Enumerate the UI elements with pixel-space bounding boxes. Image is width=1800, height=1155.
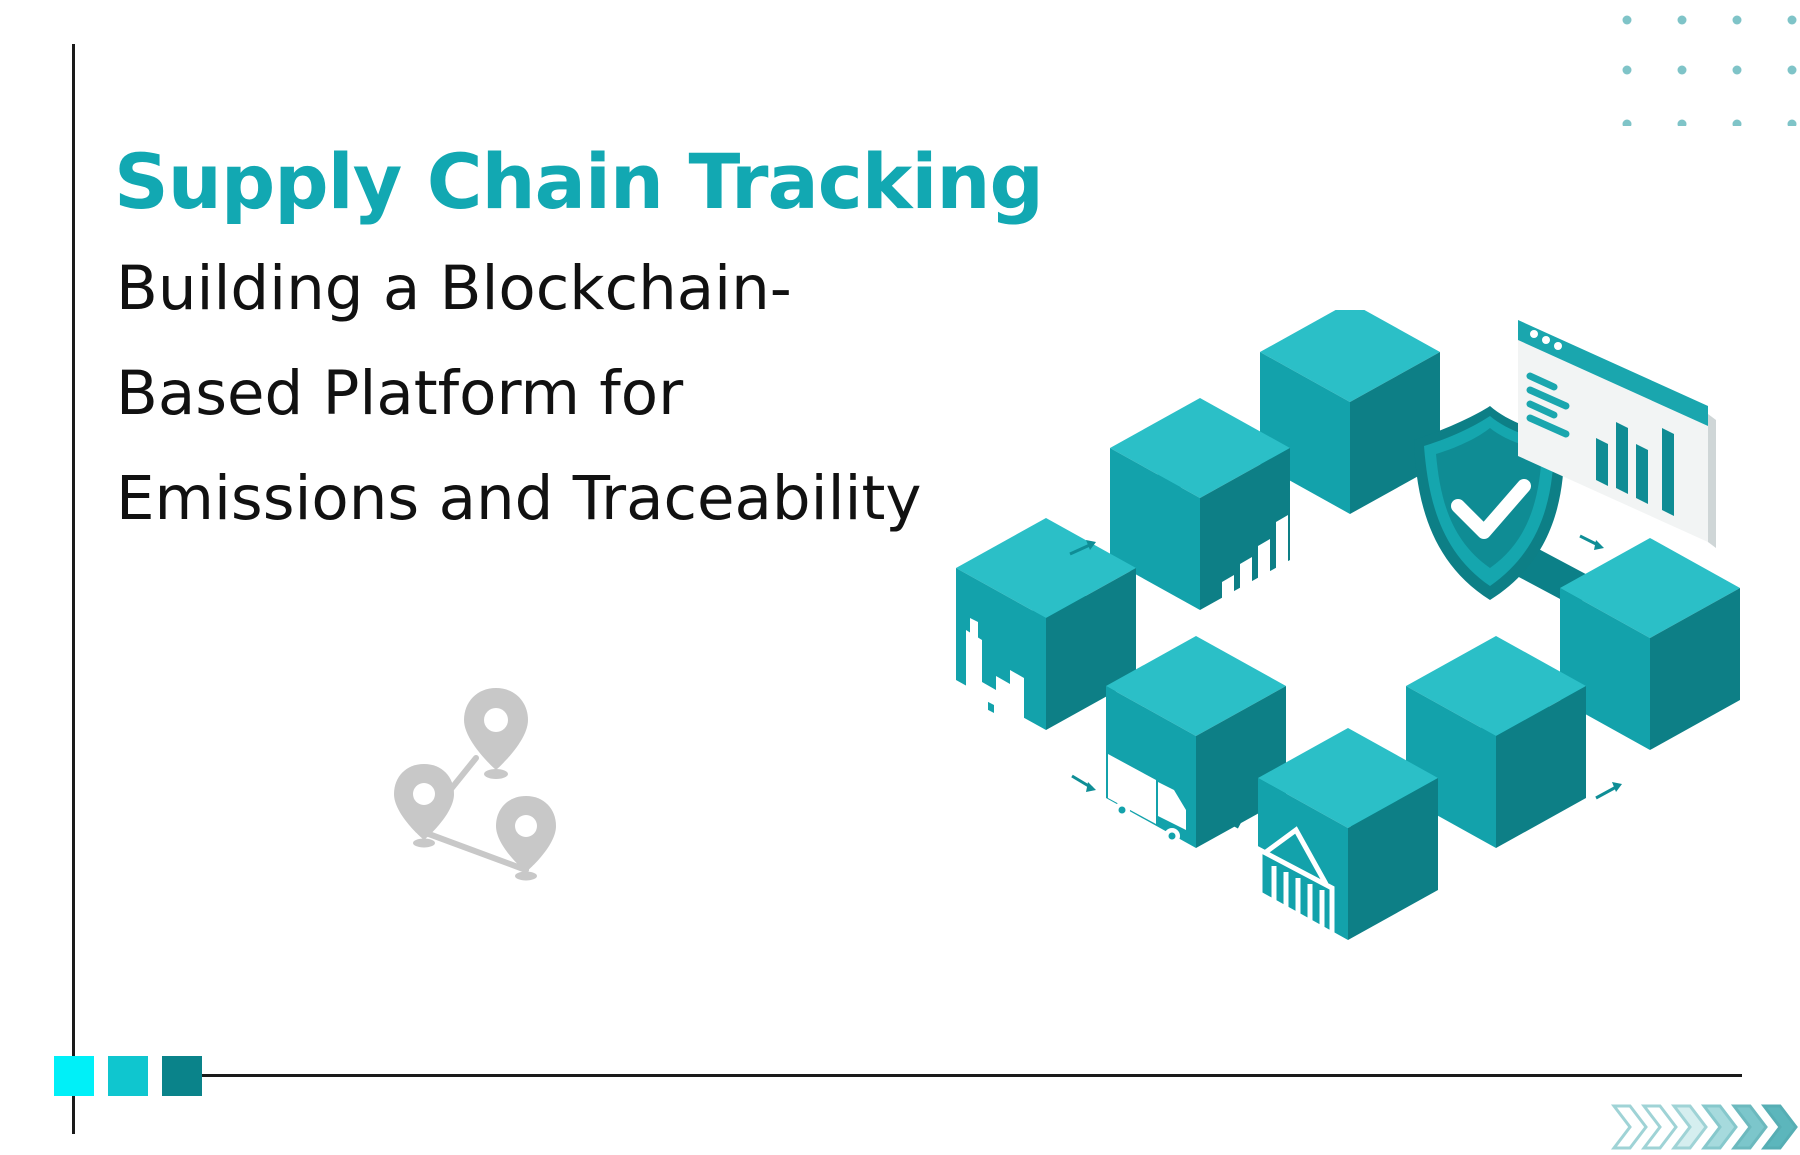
blockchain-illustration bbox=[956, 310, 1740, 947]
flow-arrows bbox=[1069, 534, 1622, 800]
subtitle-line-1: Building a Blockchain- bbox=[116, 253, 792, 324]
slide-title: Supply Chain Tracking bbox=[114, 137, 1044, 226]
chevrons-right-icon bbox=[1610, 1104, 1798, 1150]
chain-block-right bbox=[1560, 538, 1740, 750]
shipping-container-icon bbox=[1257, 826, 1335, 947]
dashboard-window-icon bbox=[1518, 320, 1716, 548]
dot-grid-decoration bbox=[1622, 15, 1797, 126]
accent-square-3 bbox=[162, 1056, 202, 1096]
subtitle-line-3: Emissions and Traceability bbox=[116, 463, 922, 534]
bottom-horizontal-rule bbox=[200, 1074, 1742, 1077]
slide-subtitle: Building a Blockchain- Based Platform fo… bbox=[116, 236, 922, 551]
bar-chart-icon bbox=[1222, 515, 1288, 617]
accent-square-2 bbox=[108, 1056, 148, 1096]
factory-icon bbox=[966, 618, 1024, 732]
accent-square-1 bbox=[54, 1056, 94, 1096]
subtitle-line-2: Based Platform for bbox=[116, 358, 684, 429]
truck-icon bbox=[1108, 754, 1186, 844]
map-route-icon bbox=[394, 688, 556, 881]
left-vertical-rule bbox=[72, 44, 75, 1134]
